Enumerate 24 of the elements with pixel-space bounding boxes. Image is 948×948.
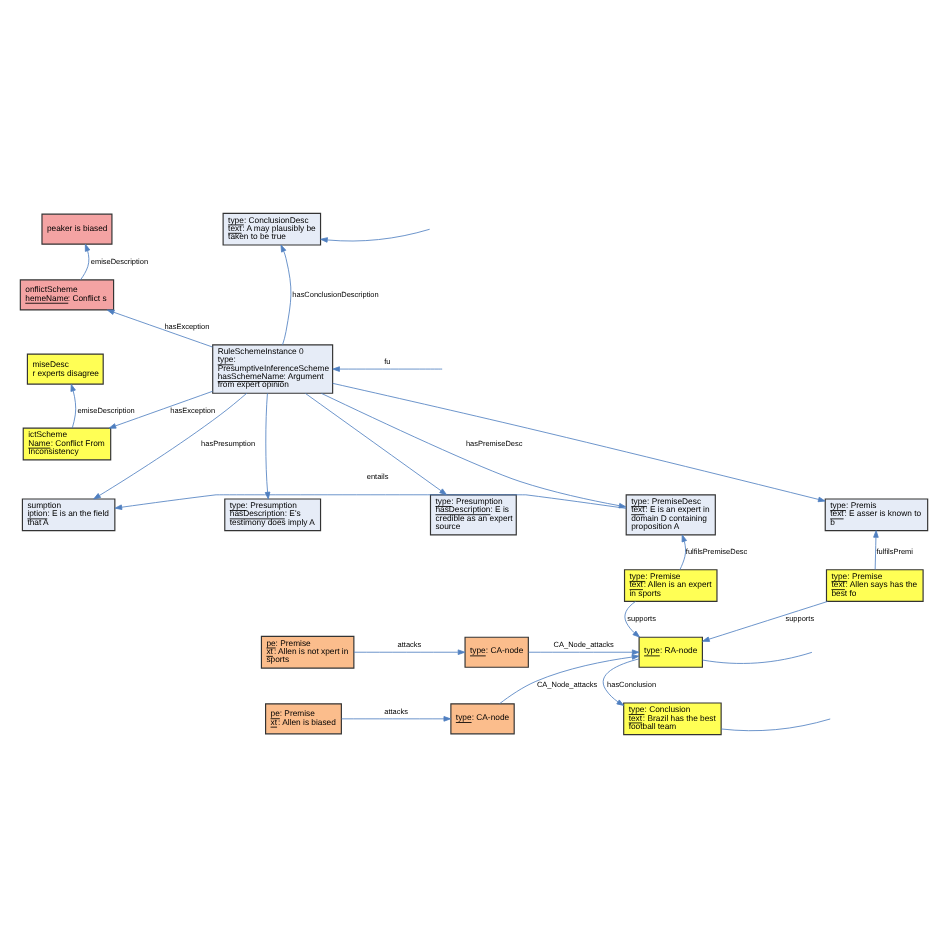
arrow [624, 601, 640, 638]
arrow [353, 649, 466, 655]
connector [702, 651, 813, 664]
connector [720, 718, 831, 732]
arrow [70, 383, 77, 429]
arrow [332, 366, 443, 372]
arrow [108, 390, 214, 429]
arrow [106, 309, 213, 348]
arrow [702, 601, 828, 642]
arrow [320, 392, 627, 509]
arrow [93, 392, 248, 500]
arrow [80, 243, 91, 281]
arrow [304, 392, 447, 496]
arrow [280, 244, 292, 346]
arrow [528, 649, 640, 655]
arrow [873, 530, 879, 570]
arrow [679, 534, 687, 571]
arrow [602, 658, 640, 706]
arrow [114, 494, 627, 510]
arrow [341, 716, 452, 722]
arrow [499, 654, 640, 705]
arrow [264, 392, 271, 500]
arrow [332, 382, 826, 503]
arrow [320, 228, 431, 243]
